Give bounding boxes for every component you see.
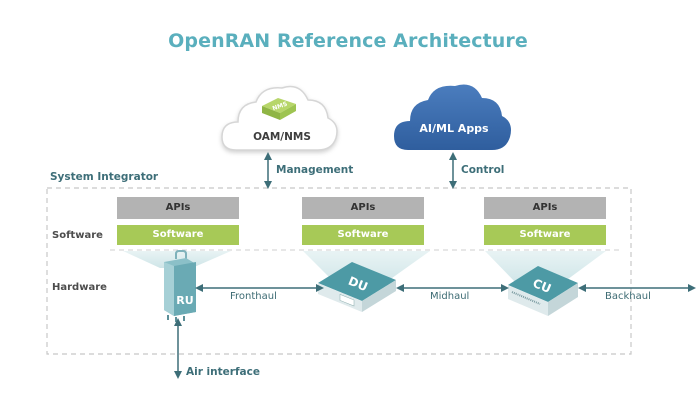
du-label: DU xyxy=(346,274,370,294)
diagram-title: OpenRAN Reference Architecture xyxy=(168,30,528,52)
ru-software-box: Software xyxy=(117,225,239,245)
du-device-icon: DU xyxy=(318,262,396,312)
oam-nms-label: OAM/NMS xyxy=(253,131,311,143)
cu-device-icon: CU xyxy=(508,266,578,316)
ai-ml-label: AI/ML Apps xyxy=(419,122,489,135)
ru-device-icon: RU xyxy=(164,250,196,322)
du-software-box: Software xyxy=(302,225,424,245)
cu-beam xyxy=(485,251,606,285)
nms-server-icon xyxy=(262,98,296,120)
cu-software-box: Software xyxy=(484,225,606,245)
software-row-label: Software xyxy=(52,230,103,241)
cu-label: CU xyxy=(531,276,553,296)
hardware-row-label: Hardware xyxy=(52,282,107,293)
backhaul-label: Backhaul xyxy=(605,291,651,302)
midhaul-label: Midhaul xyxy=(430,291,470,302)
cu-apis-box: APIs xyxy=(484,197,606,219)
ru-label: RU xyxy=(176,294,193,307)
air-interface-label: Air interface xyxy=(186,366,260,378)
ai-ml-cloud xyxy=(394,84,511,150)
du-apis-box: APIs xyxy=(302,197,424,219)
management-label: Management xyxy=(276,164,354,176)
control-label: Control xyxy=(461,164,505,176)
ru-beam xyxy=(123,251,231,268)
system-integrator-label: System Integrator xyxy=(50,171,159,183)
system-integrator-boundary xyxy=(46,187,632,355)
fronthaul-label: Fronthaul xyxy=(230,291,277,302)
ru-apis-box: APIs xyxy=(117,197,239,219)
